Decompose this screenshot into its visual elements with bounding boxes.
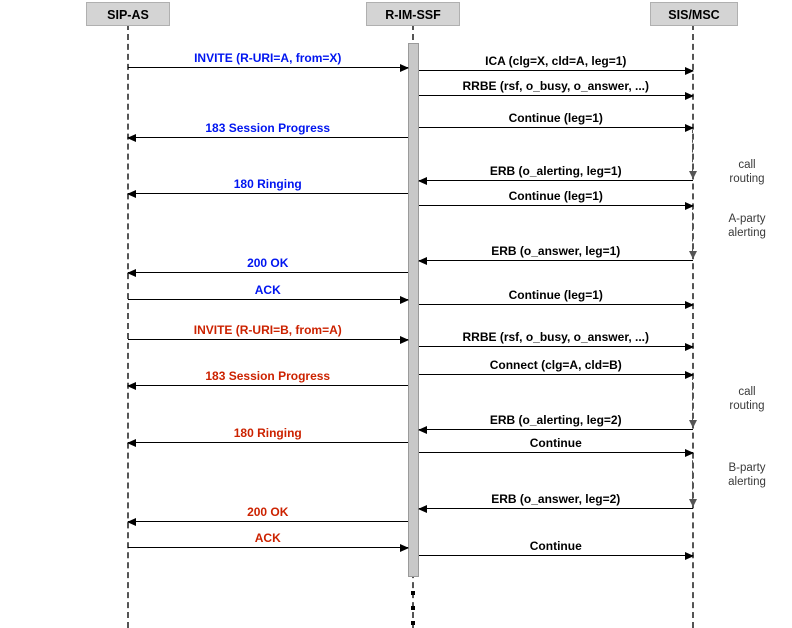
message-label-m21: 200 OK — [247, 505, 289, 519]
actor-header-sip-as: SIP-AS — [86, 2, 170, 26]
message-m21: 200 OK — [127, 505, 408, 526]
message-label-m14: RRBE (rsf, o_busy, o_answer, ...) — [462, 330, 650, 344]
message-m12: Continue (leg=1) — [418, 288, 694, 309]
gap-arrow-g4 — [689, 499, 697, 507]
message-label-m4: Continue (leg=1) — [508, 111, 603, 125]
message-m22: ACK — [128, 531, 409, 552]
arrowhead-left-m8 — [127, 189, 136, 198]
arrowhead-left-m5 — [127, 133, 136, 142]
message-m20: ERB (o_answer, leg=2) — [417, 492, 693, 513]
message-label-m8: 180 Ringing — [233, 177, 302, 191]
arrowhead-right-m2 — [685, 66, 694, 75]
arrowhead-left-m21 — [127, 517, 136, 526]
actor-label-sip-as: SIP-AS — [107, 8, 149, 22]
message-label-m22: ACK — [254, 531, 281, 545]
message-m8: 180 Ringing — [127, 177, 408, 198]
message-label-m6: ERB (o_alerting, leg=1) — [489, 164, 622, 178]
message-label-m19: 180 Ringing — [233, 426, 302, 440]
message-m14: RRBE (rsf, o_busy, o_answer, ...) — [418, 330, 694, 351]
actor-header-sis-msc: SIS/MSC — [650, 2, 738, 26]
gap-arrow-g1 — [689, 171, 697, 179]
message-m9: ERB (o_answer, leg=1) — [417, 244, 693, 265]
message-label-m23: Continue — [529, 539, 582, 553]
arrowhead-right-m22 — [399, 543, 409, 552]
message-m7: Continue (leg=1) — [418, 189, 694, 210]
arrowhead-right-m14 — [685, 342, 694, 351]
arrowhead-left-m6 — [417, 176, 427, 185]
arrowhead-right-m7 — [685, 201, 694, 210]
continuation-dot — [411, 606, 415, 610]
message-m1: INVITE (R-URI=A, from=X) — [128, 51, 409, 72]
activation-bar-r-im-ssf — [407, 43, 419, 577]
message-label-m5: 183 Session Progress — [205, 121, 331, 135]
arrowhead-right-m13 — [399, 335, 409, 344]
gap-line-g3 — [692, 377, 693, 421]
gap-line-g2 — [692, 207, 693, 252]
message-m4: Continue (leg=1) — [418, 111, 694, 132]
message-label-m2: ICA (clg=X, cld=A, leg=1) — [485, 54, 627, 68]
arrowhead-right-m11 — [399, 295, 409, 304]
arrowhead-left-m16 — [127, 381, 136, 390]
message-m23: Continue — [418, 539, 694, 560]
arrowhead-right-m3 — [685, 91, 694, 100]
lifeline-sis-msc — [692, 24, 694, 628]
lifeline-sip-as — [127, 24, 129, 628]
gap-note-g2: A-party alerting — [728, 213, 766, 239]
message-m11: ACK — [128, 283, 409, 304]
continuation-dot — [411, 591, 415, 595]
message-label-m12: Continue (leg=1) — [508, 288, 603, 302]
arrowhead-right-m4 — [685, 123, 694, 132]
message-m16: 183 Session Progress — [127, 369, 408, 390]
message-label-m1: INVITE (R-URI=A, from=X) — [194, 51, 342, 65]
arrowhead-left-m17 — [417, 425, 427, 434]
continuation-dots — [411, 591, 415, 628]
message-label-m20: ERB (o_answer, leg=2) — [491, 492, 621, 506]
message-m18: Continue — [418, 436, 694, 457]
message-label-m9: ERB (o_answer, leg=1) — [491, 244, 621, 258]
message-m5: 183 Session Progress — [127, 121, 408, 142]
gap-note-g3: call routing — [729, 386, 765, 412]
gap-arrow-g2 — [689, 251, 697, 259]
message-m2: ICA (clg=X, cld=A, leg=1) — [418, 54, 694, 75]
arrowhead-right-m1 — [399, 63, 409, 72]
continuation-dot — [411, 621, 415, 625]
message-m13: INVITE (R-URI=B, from=A) — [128, 323, 409, 344]
actor-label-r-im-ssf: R-IM-SSF — [385, 8, 441, 22]
message-label-m3: RRBE (rsf, o_busy, o_answer, ...) — [462, 79, 650, 93]
gap-note-g1: call routing — [729, 159, 765, 185]
actor-header-r-im-ssf: R-IM-SSF — [366, 2, 460, 26]
message-m17: ERB (o_alerting, leg=2) — [417, 413, 693, 434]
message-label-m13: INVITE (R-URI=B, from=A) — [193, 323, 342, 337]
message-label-m15: Connect (clg=A, cld=B) — [489, 358, 622, 372]
message-m6: ERB (o_alerting, leg=1) — [417, 164, 693, 185]
message-m19: 180 Ringing — [127, 426, 408, 447]
gap-line-g1 — [692, 130, 693, 172]
gap-note-g4: B-party alerting — [728, 462, 766, 488]
message-label-m16: 183 Session Progress — [205, 369, 331, 383]
arrowhead-right-m18 — [685, 448, 694, 457]
message-label-m17: ERB (o_alerting, leg=2) — [489, 413, 622, 427]
gap-arrow-g3 — [689, 420, 697, 428]
arrowhead-right-m12 — [685, 300, 694, 309]
message-label-m18: Continue — [529, 436, 582, 450]
arrowhead-right-m23 — [685, 551, 694, 560]
arrowhead-left-m20 — [417, 504, 427, 513]
arrowhead-right-m15 — [685, 370, 694, 379]
gap-line-g4 — [692, 455, 693, 500]
message-label-m11: ACK — [254, 283, 281, 297]
arrowhead-left-m10 — [127, 268, 136, 277]
message-label-m10: 200 OK — [247, 256, 289, 270]
arrowhead-left-m9 — [417, 256, 427, 265]
actor-label-sis-msc: SIS/MSC — [668, 8, 720, 22]
message-m15: Connect (clg=A, cld=B) — [418, 358, 694, 379]
arrowhead-left-m19 — [127, 438, 136, 447]
message-label-m7: Continue (leg=1) — [508, 189, 603, 203]
message-m10: 200 OK — [127, 256, 408, 277]
message-m3: RRBE (rsf, o_busy, o_answer, ...) — [418, 79, 694, 100]
